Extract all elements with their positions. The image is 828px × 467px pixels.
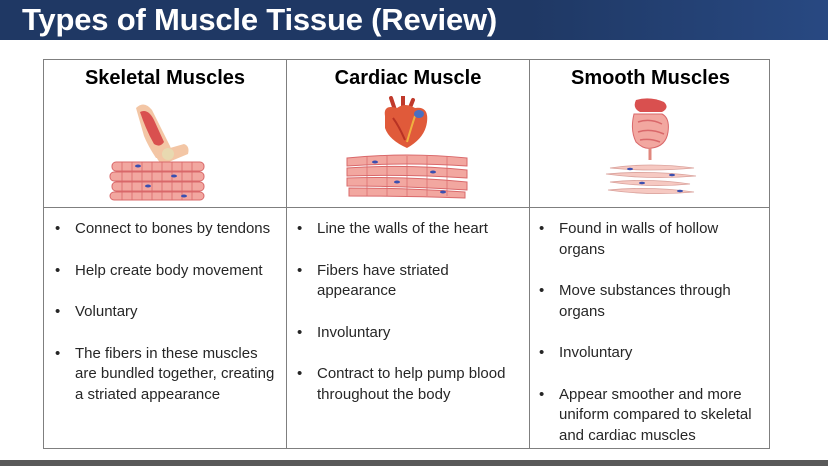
column-divider: [286, 60, 287, 448]
list-item: The fibers in these muscles are bundled …: [50, 344, 282, 406]
header-skeletal: Skeletal Muscles: [44, 60, 286, 207]
list-item: Connect to bones by tendons: [50, 219, 282, 240]
heading-smooth: Smooth Muscles: [571, 67, 730, 89]
heart-and-branched-fiber-icon: [346, 96, 468, 199]
list-item: Contract to help pump blood throughout t…: [292, 364, 524, 405]
list-item: Voluntary: [50, 302, 282, 323]
muscle-comparison-table: Skeletal Muscles: [43, 59, 770, 449]
heading-cardiac: Cardiac Muscle: [334, 67, 482, 89]
footer-bar: [0, 460, 828, 466]
bullets-smooth: Found in walls of hollow organs Move sub…: [534, 219, 766, 467]
list-item: Found in walls of hollow organs: [534, 219, 766, 260]
header-cardiac: Cardiac Muscle: [287, 60, 529, 207]
arm-muscle-and-striated-fiber-icon: [109, 104, 205, 201]
heading-skeletal: Skeletal Muscles: [84, 67, 246, 89]
bullets-cardiac: Line the walls of the heart Fibers have …: [292, 219, 524, 426]
intestine-and-spindle-fiber-icon: [605, 98, 697, 194]
list-item: Involuntary: [292, 323, 524, 344]
list-item: Involuntary: [534, 343, 766, 364]
header-divider: [44, 207, 769, 208]
title-bar-accent: [528, 0, 828, 40]
header-smooth: Smooth Muscles: [530, 60, 771, 207]
list-item: Line the walls of the heart: [292, 219, 524, 240]
list-item: Fibers have striated appearance: [292, 261, 524, 302]
title-bar: Types of Muscle Tissue (Review): [0, 0, 828, 40]
list-item: Appear smoother and more uniform compare…: [534, 385, 766, 447]
list-item: Help create body movement: [50, 261, 282, 282]
list-item: Move substances through organs: [534, 281, 766, 322]
column-divider: [529, 60, 530, 448]
bullets-skeletal: Connect to bones by tendons Help create …: [50, 219, 282, 426]
slide-title: Types of Muscle Tissue (Review): [22, 2, 498, 37]
